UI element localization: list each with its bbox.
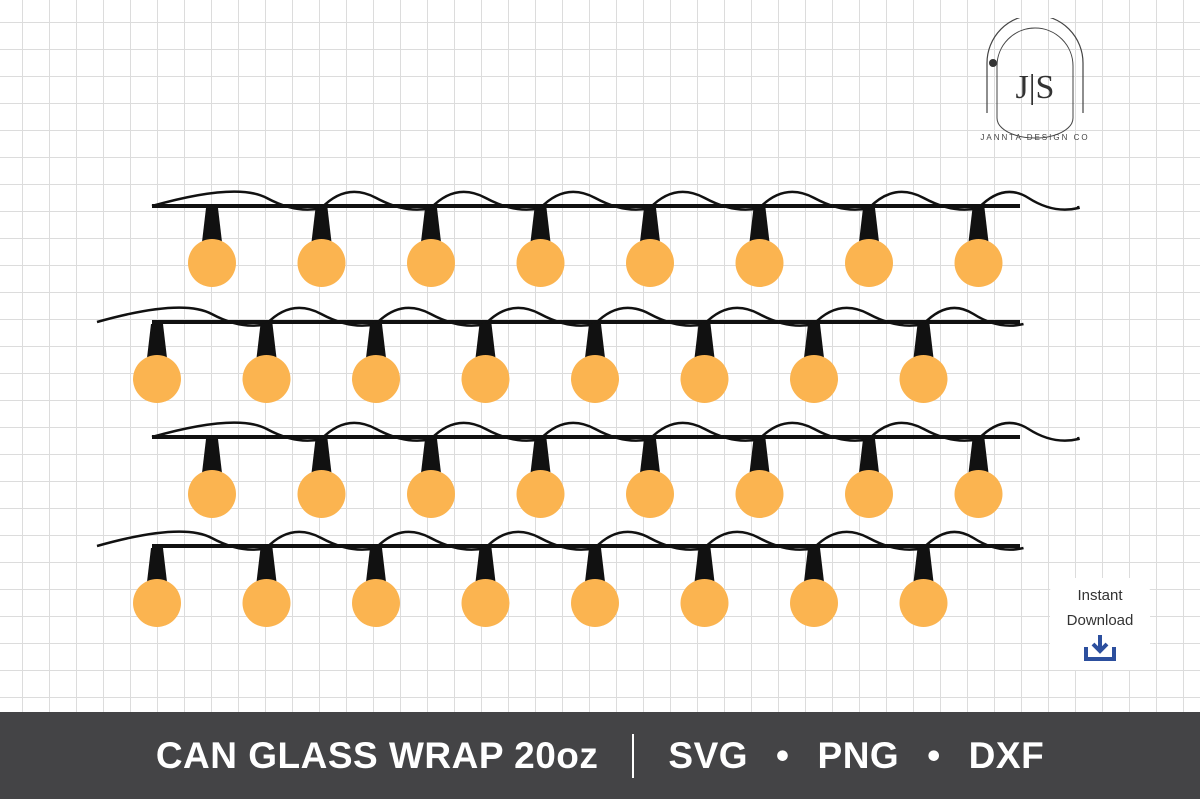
bulb-socket	[530, 208, 551, 242]
bulb-socket	[475, 548, 496, 582]
light-bulb	[133, 355, 181, 403]
format-dxf: DXF	[968, 734, 1045, 776]
bulb-socket	[640, 439, 660, 473]
light-bulb	[845, 239, 893, 287]
instant-download-badge: Instant Download	[1050, 578, 1150, 670]
bulb-socket	[694, 548, 715, 582]
light-bulb	[899, 355, 948, 403]
light-bulb	[297, 239, 346, 287]
bulb-socket	[311, 208, 332, 242]
light-bulb	[516, 470, 565, 518]
download-icon	[1084, 635, 1116, 661]
bulb-socket	[366, 324, 386, 358]
bulb-socket	[311, 439, 332, 473]
light-bulb	[680, 579, 729, 627]
footer-bar: CAN GLASS WRAP 20oz SVG • PNG • DXF	[0, 712, 1200, 799]
bulb-socket	[147, 324, 167, 358]
light-bulb	[790, 579, 838, 627]
bulb-socket	[968, 439, 989, 473]
light-bulb	[352, 355, 400, 403]
string-lights-artwork	[96, 190, 1081, 627]
bulb-socket	[859, 439, 879, 473]
light-bulb	[735, 239, 784, 287]
bulb-socket	[147, 548, 167, 582]
light-bulb	[188, 470, 236, 518]
bulb-socket	[968, 208, 989, 242]
light-bulb	[680, 355, 729, 403]
svg-text:J|S: J|S	[1016, 69, 1055, 106]
bulb-socket	[913, 548, 934, 582]
product-title: CAN GLASS WRAP 20oz	[155, 734, 599, 776]
light-bulb	[242, 355, 291, 403]
bulb-socket	[640, 208, 660, 242]
bulb-socket	[202, 439, 222, 473]
light-bulb	[571, 579, 619, 627]
badge-line1: Instant	[1077, 587, 1123, 604]
brand-logo: J|S JANNTA DESIGN CO	[980, 18, 1089, 142]
bulb-socket	[913, 324, 934, 358]
light-bulb	[626, 239, 674, 287]
bulb-socket	[366, 548, 386, 582]
divider	[632, 733, 635, 778]
bulb-socket	[694, 324, 715, 358]
bulb-socket	[202, 208, 222, 242]
bulb-socket	[749, 208, 770, 242]
light-bulb	[407, 239, 455, 287]
bulb-socket	[804, 324, 824, 358]
bulb-socket	[804, 548, 824, 582]
svg-text:JANNTA DESIGN CO: JANNTA DESIGN CO	[980, 133, 1089, 142]
bulb-socket	[585, 324, 605, 358]
light-bulb	[461, 355, 510, 403]
light-bulb	[133, 579, 181, 627]
light-bulb	[899, 579, 948, 627]
light-bulb	[407, 470, 455, 518]
light-bulb	[188, 239, 236, 287]
light-bulb	[242, 579, 291, 627]
light-bulb	[954, 470, 1003, 518]
bulb-socket	[421, 208, 441, 242]
light-bulb	[352, 579, 400, 627]
bullet: •	[776, 734, 790, 776]
bulb-socket	[256, 548, 277, 582]
bulb-socket	[256, 324, 277, 358]
bulb-socket	[475, 324, 496, 358]
light-bulb	[845, 470, 893, 518]
bullet: •	[927, 734, 941, 776]
bulb-socket	[530, 439, 551, 473]
bulb-socket	[859, 208, 879, 242]
light-bulb	[461, 579, 510, 627]
format-png: PNG	[817, 734, 900, 776]
bulb-socket	[749, 439, 770, 473]
light-bulb	[954, 239, 1003, 287]
light-bulb	[571, 355, 619, 403]
badge-line2: Download	[1066, 612, 1134, 629]
bulb-socket	[585, 548, 605, 582]
light-bulb	[626, 470, 674, 518]
light-bulb	[735, 470, 784, 518]
light-bulb	[790, 355, 838, 403]
bulb-socket	[421, 439, 441, 473]
light-bulb	[516, 239, 565, 287]
light-bulb	[297, 470, 346, 518]
format-svg: SVG	[668, 734, 749, 776]
